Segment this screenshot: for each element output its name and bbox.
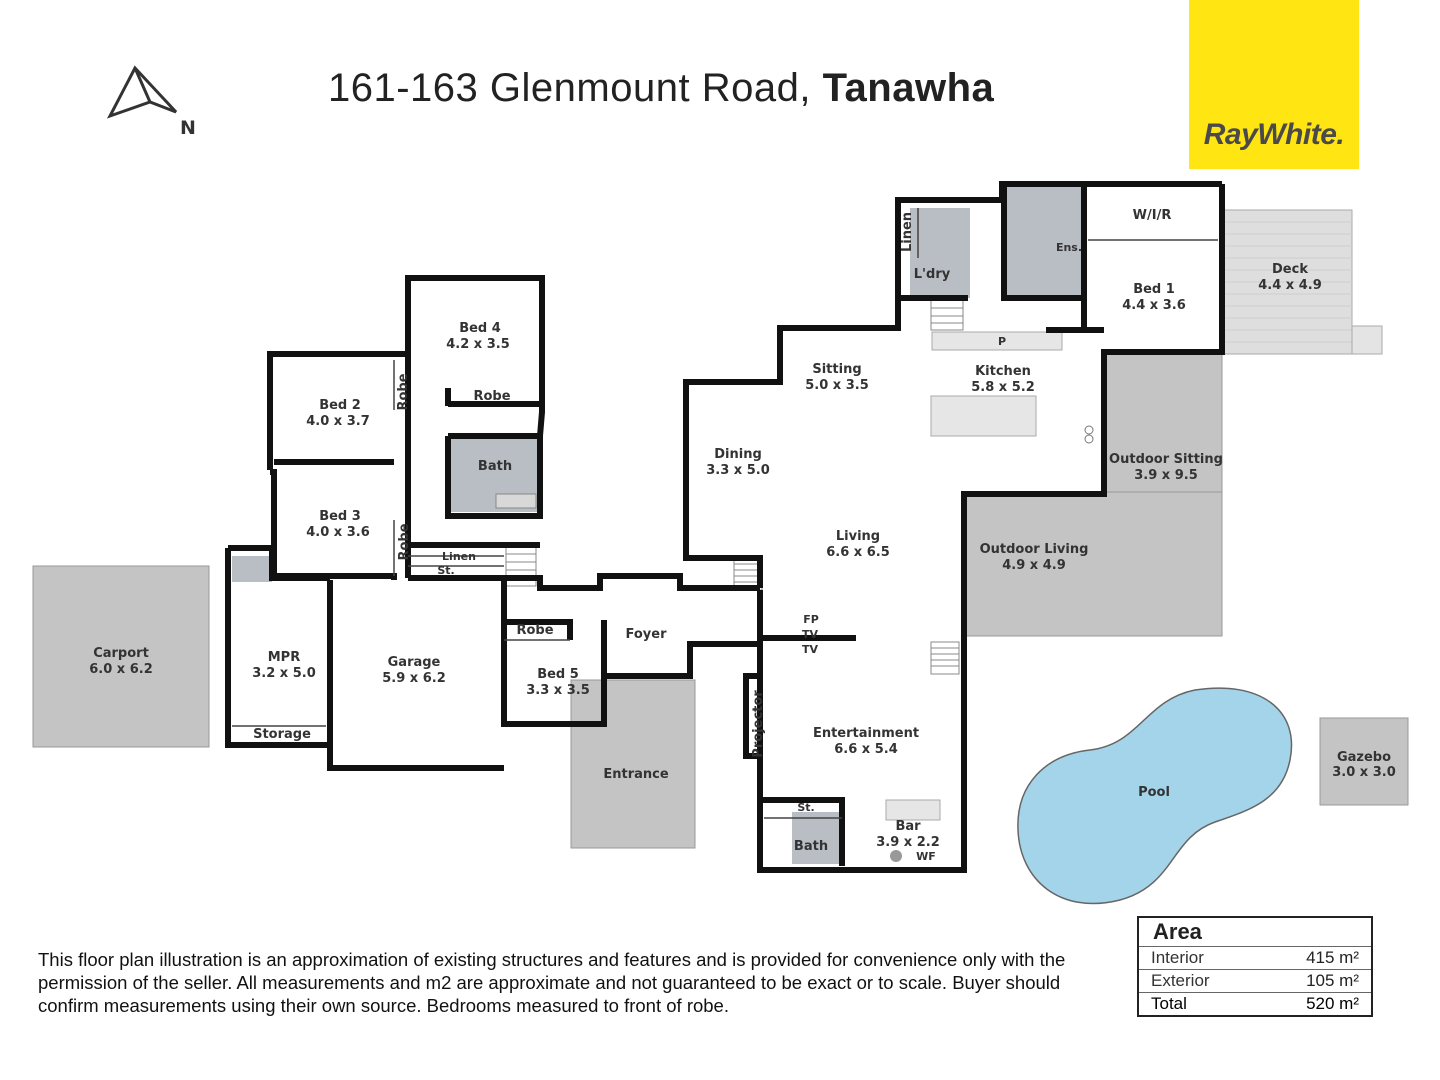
brand-logo-text: RayWhite. (1203, 118, 1345, 151)
suburb-text: Tanawha (822, 66, 995, 110)
entrance-label: Entrance (603, 767, 668, 782)
bed4-name: Bed 4 (459, 321, 501, 336)
bed1-name: Bed 1 (1133, 282, 1175, 297)
area-row-exterior: Exterior 105 m² (1138, 969, 1372, 993)
carport-name: Carport (93, 646, 149, 661)
tv-label-upper: TV (802, 628, 819, 641)
carport-area (32, 565, 210, 748)
kitchen-bench (931, 331, 1063, 351)
stairs-icon (930, 641, 960, 675)
kitchen-dim: 5.8 x 5.2 (971, 380, 1035, 395)
downstairs-bath-area (792, 812, 844, 864)
stairs-icon (930, 299, 964, 331)
address-text: 161-163 Glenmount Road, (328, 66, 811, 110)
entrance-area (570, 679, 696, 849)
linen-label: Linen (442, 550, 476, 563)
living-dim: 6.6 x 6.5 (826, 545, 890, 560)
brand-logo: RayWhite. (1189, 0, 1359, 169)
bed4-dim: 4.2 x 3.5 (446, 337, 510, 352)
bar-name: Bar (895, 819, 921, 834)
outdoor-sitting-dim: 3.9 x 9.5 (1134, 468, 1198, 483)
sitting-dim: 5.0 x 3.5 (805, 378, 869, 393)
bar-bench (885, 799, 941, 821)
area-row-label: Exterior (1138, 969, 1260, 993)
bed4-robe-label: Robe (473, 389, 510, 404)
gazebo-name: Gazebo (1337, 750, 1391, 765)
bed1-dim: 4.4 x 3.6 (1122, 298, 1186, 313)
bed5-robe-label: Robe (516, 623, 553, 638)
bath-label: Bath (478, 459, 512, 474)
kitchen-island (930, 395, 1037, 437)
sitting-name: Sitting (812, 362, 861, 377)
pantry-label: P (998, 335, 1006, 348)
outdoor-living-name: Outdoor Living (980, 542, 1089, 557)
bed-wing-storage-label: St. (437, 564, 454, 577)
page-title: 161-163 Glenmount Road, Tanawha (328, 66, 994, 111)
wine-fridge-label: WF (916, 850, 936, 863)
compass-icon (106, 65, 178, 119)
mpr-name: MPR (268, 650, 300, 665)
outdoor-sitting-area (1105, 351, 1223, 493)
outdoor-living-dim: 4.9 x 4.9 (1002, 558, 1066, 573)
area-row-interior: Interior 415 m² (1138, 946, 1372, 970)
cooktop-icon (1084, 434, 1094, 444)
bed5-name: Bed 5 (537, 667, 579, 682)
deck-dim: 4.4 x 4.9 (1258, 278, 1322, 293)
area-row-value: 105 m² (1259, 969, 1372, 993)
walk-in-robe-label: W/I/R (1133, 208, 1172, 223)
ensuite-area (1006, 186, 1082, 298)
mpr-dim: 3.2 x 5.0 (252, 666, 316, 681)
dining-name: Dining (714, 447, 762, 462)
garage-name: Garage (388, 655, 441, 670)
pool-shape (1017, 687, 1293, 905)
linen-upper-label: Linen (900, 212, 915, 252)
deck-name: Deck (1272, 262, 1308, 277)
outdoor-sitting-name: Outdoor Sitting (1109, 452, 1223, 467)
area-heading: Area (1153, 919, 1202, 944)
gazebo-dim: 3.0 x 3.0 (1332, 765, 1396, 780)
laundry-area (910, 208, 970, 298)
dining-dim: 3.3 x 5.0 (706, 463, 770, 478)
pool-label: Pool (1138, 785, 1170, 800)
area-row-value: 520 m² (1259, 992, 1372, 1016)
deck-area (1221, 209, 1383, 355)
garage-dim: 5.9 x 6.2 (382, 671, 446, 686)
laundry-label: L'dry (914, 267, 951, 282)
ent-storage-label: St. (797, 801, 814, 814)
tv-label-lower: TV (802, 643, 819, 656)
gazebo-area (1319, 717, 1409, 806)
bed2-dim: 4.0 x 3.7 (306, 414, 370, 429)
bathtub-icon (495, 493, 537, 509)
kitchen-name: Kitchen (975, 364, 1031, 379)
foyer-label: Foyer (626, 627, 668, 642)
area-table: Area Interior 415 m² Exterior 105 m² Tot… (1137, 916, 1373, 1017)
bed3-dim: 4.0 x 3.6 (306, 525, 370, 540)
downstairs-bath-label: Bath (794, 839, 828, 854)
wine-fridge-icon (890, 850, 902, 862)
area-row-label: Interior (1138, 946, 1260, 970)
bar-dim: 3.9 x 2.2 (876, 835, 940, 850)
disclaimer-text: This floor plan illustration is an appro… (38, 949, 1066, 1016)
carport-dim: 6.0 x 6.2 (89, 662, 153, 677)
bed3-robe-label: Robe (397, 523, 412, 560)
area-row-total: Total 520 m² (1138, 992, 1372, 1016)
projector-label: Projector (751, 690, 766, 758)
area-row-value: 415 m² (1259, 946, 1372, 970)
compass-north-label: N (180, 117, 196, 139)
outdoor-living-area (961, 491, 1223, 637)
ensuite-label: Ens. (1056, 241, 1082, 254)
living-name: Living (836, 529, 880, 544)
mpr-wc-area (232, 556, 272, 582)
area-row-label: Total (1138, 992, 1260, 1016)
storage-label: Storage (253, 727, 311, 742)
cooktop-icon (1084, 425, 1094, 435)
bed3-name: Bed 3 (319, 509, 361, 524)
fireplace-label: FP (803, 613, 819, 626)
entertainment-name: Entertainment (813, 726, 919, 741)
bed5-dim: 3.3 x 3.5 (526, 683, 590, 698)
entertainment-dim: 6.6 x 5.4 (834, 742, 898, 757)
bed2-robe-label: Robe (396, 373, 411, 410)
bed2-name: Bed 2 (319, 398, 361, 413)
